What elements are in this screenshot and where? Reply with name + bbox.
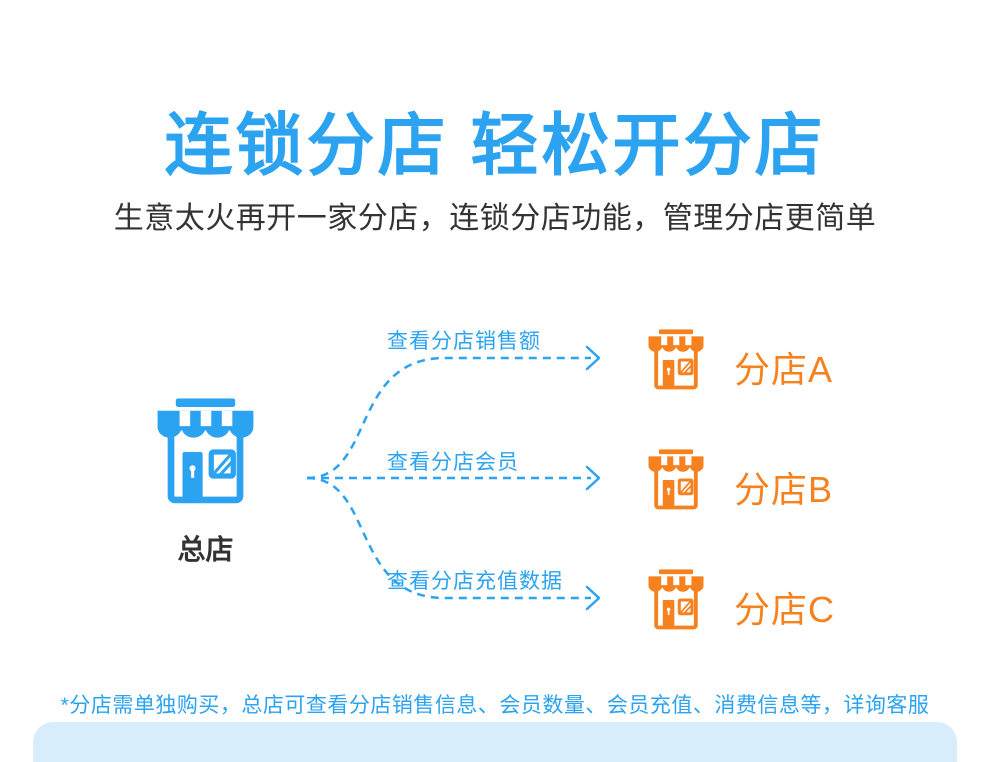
page-subtitle: 生意太火再开一家分店，连锁分店功能，管理分店更简单 (113, 202, 877, 235)
main-store-icon (148, 398, 263, 506)
main-store-label: 总店 (177, 534, 234, 565)
footnote: *分店需单独购买，总店可查看分店销售信息、会员数量、会员充值、消费信息等，详询客… (60, 694, 930, 717)
arrow-label-sales: 查看分店销售额 (387, 330, 541, 353)
branch-label-c: 分店C (734, 589, 835, 630)
branch-store-a-icon (643, 329, 709, 391)
page-title: 连锁分店 轻松开分店 (164, 108, 826, 184)
branch-store-c-icon (643, 569, 709, 631)
branch-store-b-icon (643, 449, 709, 511)
connector-arrows-icon (306, 345, 601, 611)
arrow-label-members: 查看分店会员 (387, 451, 519, 474)
branch-label-a: 分店A (734, 349, 834, 390)
branch-label-b: 分店B (734, 469, 834, 510)
arrow-label-recharge: 查看分店充值数据 (387, 570, 563, 593)
bottom-band (33, 722, 957, 762)
